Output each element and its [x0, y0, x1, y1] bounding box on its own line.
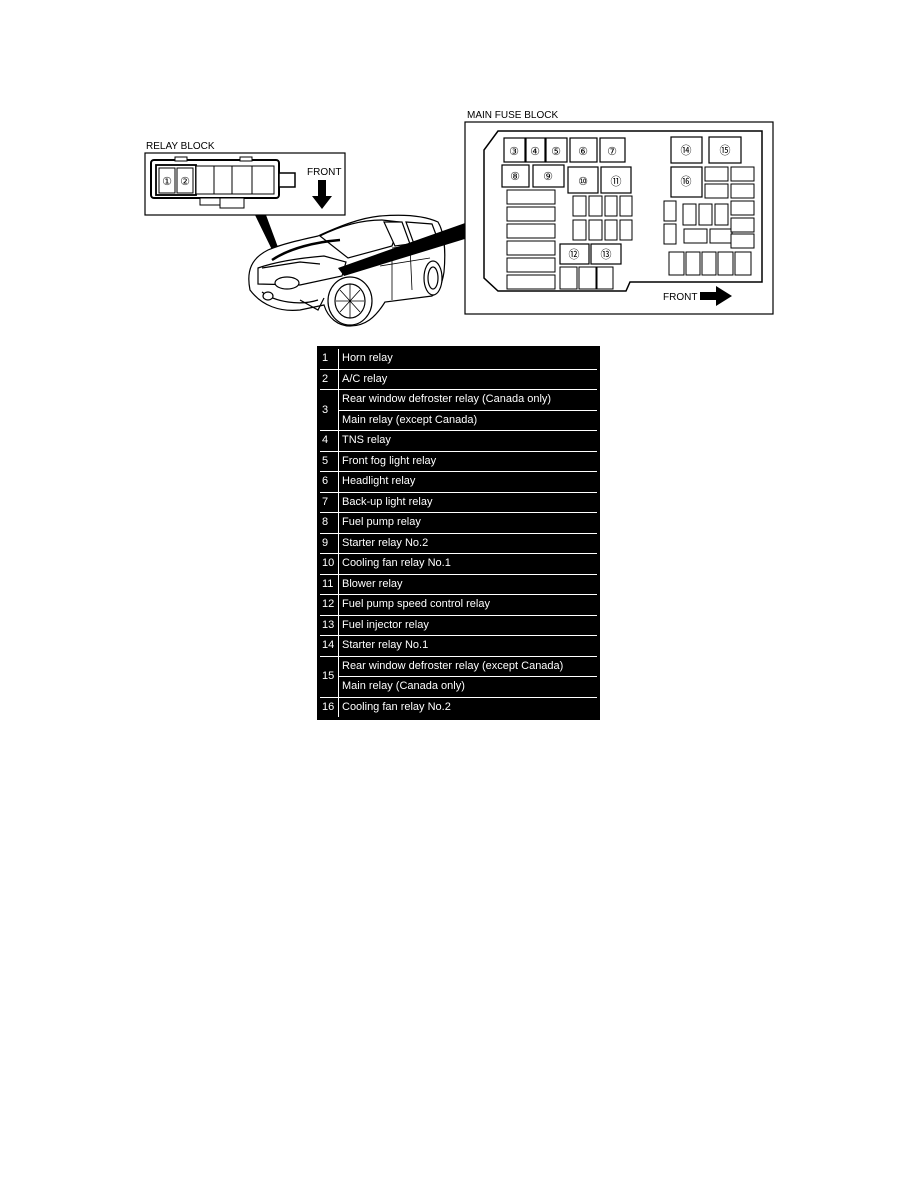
relay-name: Fuel pump speed control relay — [338, 594, 599, 616]
relay-number: 5 — [318, 450, 339, 472]
relay-name: Back-up light relay — [338, 491, 599, 513]
fuse-relay-slot-14 — [670, 136, 703, 164]
relay-block: RELAY BLOCK ① ② FRONT — [144, 141, 346, 258]
fuse-label-7: ⑦ — [607, 146, 617, 158]
fuse-relay-slot-11 — [600, 166, 632, 194]
relay-number: 16 — [318, 696, 339, 719]
relay-block-title: RELAY BLOCK — [146, 141, 215, 152]
fuse-label-5: ⑤ — [551, 146, 561, 158]
relay-number: 12 — [318, 594, 339, 616]
fuse-relay-slot-15 — [708, 136, 742, 164]
relay-name: Cooling fan relay No.2 — [338, 696, 599, 719]
relay-name: Main relay (Canada only) — [338, 676, 599, 698]
relay-name: Rear window defroster relay (Canada only… — [338, 389, 599, 411]
relay-number: 14 — [318, 635, 339, 657]
relay-number: 10 — [318, 553, 339, 575]
relay-block-connector — [278, 172, 296, 188]
relay-name: Cooling fan relay No.1 — [338, 553, 599, 575]
fuse-label-3: ③ — [509, 146, 519, 158]
relay-number: 7 — [318, 491, 339, 513]
relay-name: Horn relay — [338, 347, 599, 370]
fuse-label-15: ⑮ — [720, 144, 731, 157]
fuse-label-6: ⑥ — [578, 146, 588, 158]
fuse-relay-slot-9 — [532, 164, 565, 188]
relay-number: 2 — [318, 368, 339, 390]
relay-number: 1 — [318, 347, 339, 370]
relay-name: A/C relay — [338, 368, 599, 390]
fuse-relay-slot-16 — [670, 166, 703, 198]
fuse-relay-slot-4 — [525, 137, 546, 163]
relay-name: Blower relay — [338, 573, 599, 595]
fuse-label-13: ⑬ — [601, 248, 612, 261]
fuse-label-4: ④ — [530, 146, 540, 158]
relay-block-front-label: FRONT — [307, 167, 341, 178]
relay-number: 3 — [318, 389, 339, 431]
relay-label-1: ① — [162, 176, 172, 188]
fuse-label-8: ⑧ — [510, 171, 520, 183]
fuse-relay-slot-13 — [590, 243, 622, 265]
relay-label-2: ② — [180, 176, 190, 188]
main-fuse-block-front-label: FRONT — [663, 292, 697, 303]
relay-name: Starter relay No.1 — [338, 635, 599, 657]
fuse-label-10: ⑩ — [578, 176, 588, 188]
relay-name: Headlight relay — [338, 471, 599, 493]
main-fuse-block: MAIN FUSE BLOCK ③ ④ ⑤ ⑥ ⑦ ⑧ ⑨ ⑩ ⑪ ⑫ — [464, 110, 774, 315]
fuse-relay-slot-3 — [503, 137, 526, 163]
fuse-relay-slot-7 — [599, 137, 626, 163]
relay-location-diagram: RELAY BLOCK ① ② FRONT — [144, 110, 774, 327]
main-fuse-block-front-arrow-icon — [700, 286, 732, 306]
relay-slot-2 — [176, 167, 194, 194]
relay-slot-1 — [158, 167, 176, 194]
main-fuse-block-title: MAIN FUSE BLOCK — [467, 110, 558, 121]
fuse-relay-slot-10 — [567, 166, 599, 194]
relay-name: Front fog light relay — [338, 450, 599, 472]
relay-name: TNS relay — [338, 430, 599, 452]
fuse-relay-slot-12 — [559, 243, 590, 265]
main-fuse-block-pointer — [338, 222, 468, 276]
table-row: Main relay (Canada only) — [319, 676, 599, 698]
relay-name: Fuel injector relay — [338, 614, 599, 636]
fuse-label-12: ⑫ — [569, 248, 580, 261]
fuse-label-14: ⑭ — [681, 144, 692, 157]
relay-number: 9 — [318, 532, 339, 554]
fuse-relay-slot-8 — [501, 164, 530, 188]
fuse-label-11: ⑪ — [611, 175, 622, 188]
relay-number: 11 — [318, 573, 339, 595]
relay-name: Main relay (except Canada) — [338, 409, 599, 431]
relay-number: 15 — [318, 655, 339, 698]
table-row: Main relay (except Canada) — [319, 409, 599, 431]
fuse-label-16: ⑯ — [681, 175, 692, 188]
fuse-relay-slot-6 — [569, 137, 598, 163]
relay-number: 6 — [318, 471, 339, 493]
relay-number: 13 — [318, 614, 339, 636]
relay-number: 8 — [318, 512, 339, 534]
unlabelled-fuse-slots — [506, 166, 755, 290]
relay-name: Rear window defroster relay (except Cana… — [338, 655, 599, 677]
fuse-relay-slot-5 — [545, 137, 568, 163]
relay-block-front-arrow-icon — [312, 180, 332, 209]
relay-number: 4 — [318, 430, 339, 452]
relay-name: Fuel pump relay — [338, 512, 599, 534]
relay-name: Starter relay No.2 — [338, 532, 599, 554]
fuse-label-9: ⑨ — [543, 171, 553, 183]
